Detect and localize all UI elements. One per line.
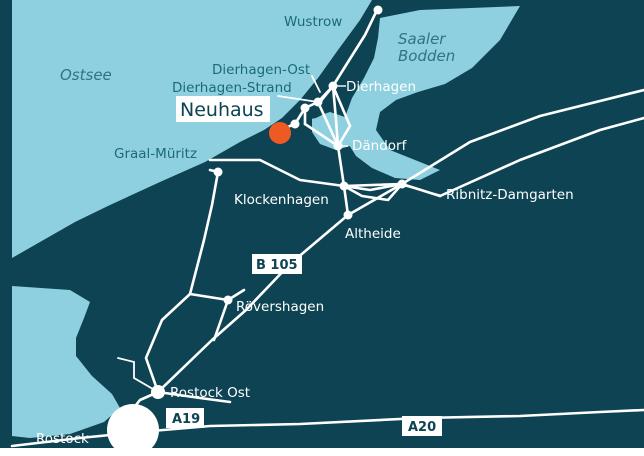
road-graal-inland (144, 168, 220, 394)
node-neuhaus-junction (290, 119, 300, 129)
peninsula (306, 0, 384, 120)
leader-ribnitz (404, 185, 441, 196)
node-rostock-ost (151, 385, 165, 399)
water-label-bodden: Bodden (398, 47, 455, 65)
node-dierhagen-ost (313, 97, 323, 107)
rostock-city-marker (107, 404, 159, 456)
road-a20 (10, 408, 644, 448)
label-daendorf: Dändorf (352, 138, 408, 154)
node-wustrow (373, 5, 383, 15)
road-dierhagen-strand (303, 84, 352, 128)
neuhaus-label-box (176, 96, 270, 122)
road-leader-dierhagen-strand (277, 95, 319, 103)
road-rostock-ost-link (156, 390, 232, 404)
shield-b105 (252, 254, 302, 274)
lagoon-saaler-bodden (344, 6, 520, 180)
shield-a19-label: A19 (172, 412, 200, 427)
road-leader-dierhagen-ost (311, 75, 321, 93)
label-rostock-ost: Rostock Ost (170, 385, 250, 401)
node-klockenhagen (339, 181, 349, 191)
label-rostock: Rostock (36, 431, 89, 447)
label-neuhaus: Neuhaus (180, 99, 264, 121)
label-klockenhagen: Klockenhagen (234, 192, 329, 208)
neuhaus-highlight-marker (269, 122, 291, 144)
node-altheide (343, 210, 353, 220)
map-border (0, 448, 644, 456)
label-dierhagen-ost: Dierhagen-Ost (212, 62, 310, 78)
node-graal-mueritz (213, 167, 223, 177)
label-wustrow: Wustrow (284, 14, 342, 30)
shield-b105-label: B 105 (256, 258, 298, 273)
label-graal-mueritz: Graal-Müritz (114, 146, 197, 162)
lagoon-inner (312, 112, 356, 150)
node-dierhagen-strand (300, 103, 310, 113)
label-ribnitz-damgarten: Ribnitz-Damgarten (446, 187, 574, 203)
road-small (117, 357, 159, 393)
shield-a19 (166, 408, 204, 428)
label-dierhagen: Dierhagen (346, 79, 416, 95)
node-dierhagen (328, 81, 338, 91)
label-roevershagen: Rövershagen (236, 299, 324, 315)
sea-ostsee (12, 0, 372, 258)
water-label-ostsee: Ostsee (60, 66, 112, 84)
road-east-lower (438, 116, 644, 198)
coastal-strip (12, 286, 120, 438)
shield-a20 (402, 416, 442, 436)
shield-a20-label: A20 (408, 420, 436, 435)
label-altheide: Altheide (345, 226, 401, 242)
node-roevershagen (223, 295, 233, 305)
label-dierhagen-strand: Dierhagen-Strand (172, 80, 292, 96)
water-label-saaler: Saaler (398, 30, 446, 48)
node-ribnitz-damgarten (397, 179, 407, 189)
